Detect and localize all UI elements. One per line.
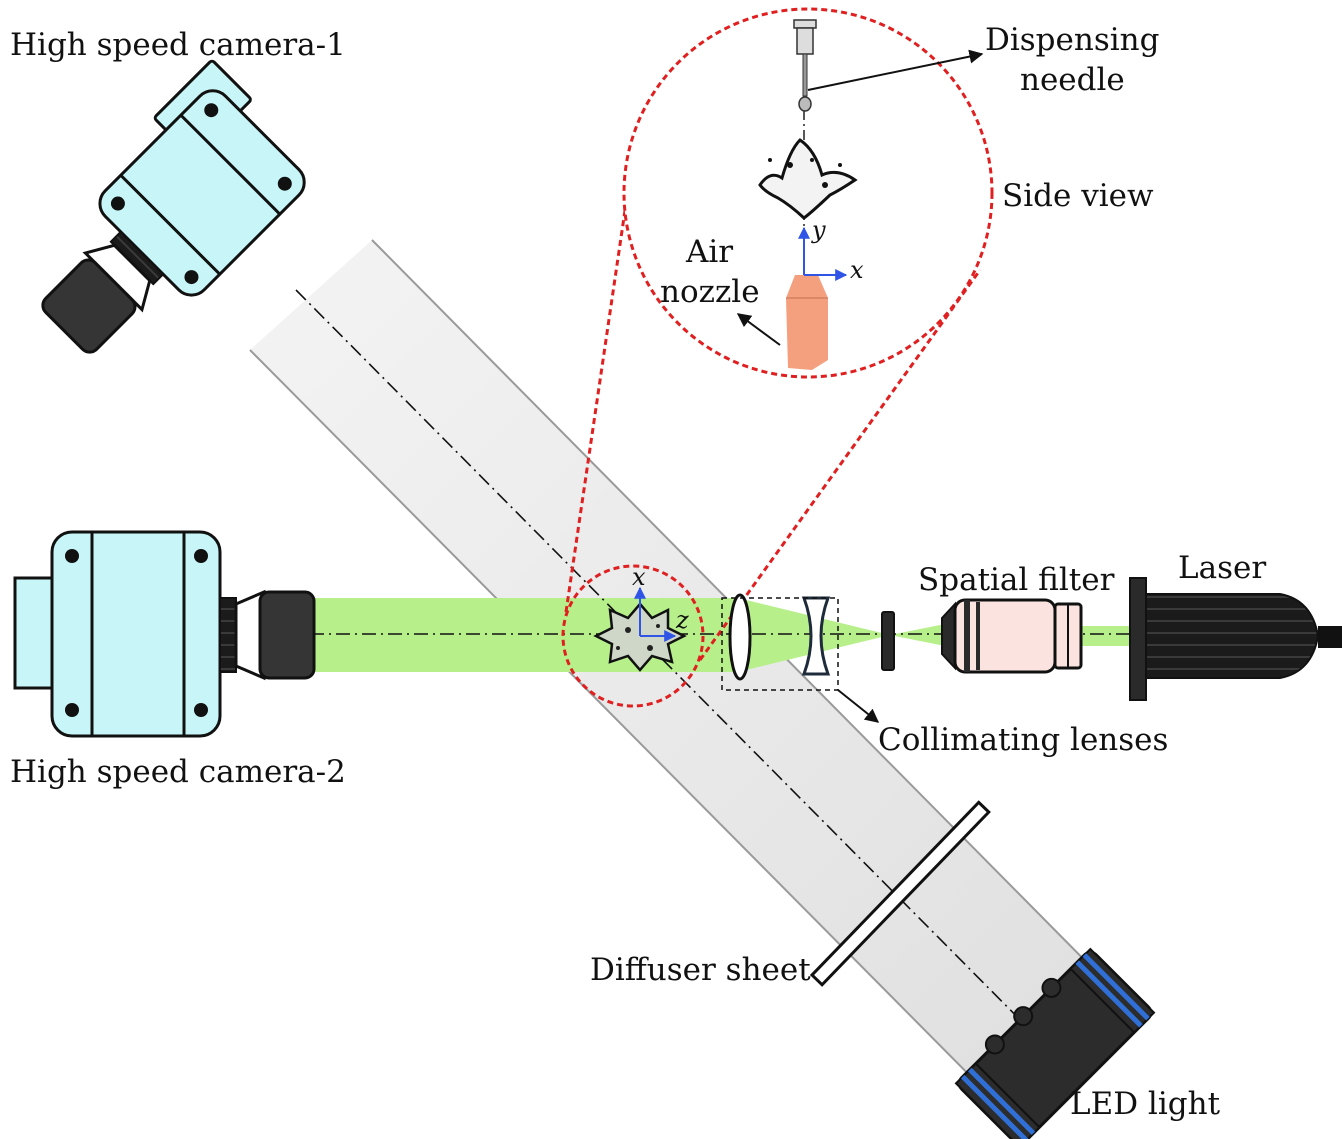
air-nozzle — [786, 275, 828, 370]
main-z-axis-label: z — [675, 606, 689, 634]
camera-2-label: High speed camera-2 — [10, 754, 346, 790]
droplet-side-view — [758, 138, 858, 220]
zoom-connector-right — [698, 269, 982, 661]
nozzle-label: nozzle — [660, 274, 760, 310]
inset-y-axis-label: y — [811, 216, 826, 244]
diffuser-sheet-label: Diffuser sheet — [590, 952, 811, 988]
laser-label: Laser — [1178, 550, 1266, 586]
spatial-filter-label: Spatial filter — [918, 562, 1115, 598]
dispensing-needle — [793, 19, 817, 112]
side-view-label: Side view — [1002, 178, 1154, 214]
pinhole-aperture — [881, 611, 895, 671]
main-x-axis-label: x — [632, 563, 646, 591]
laser-source — [1129, 577, 1342, 701]
zoom-connector-left — [564, 189, 630, 613]
inset-x-axis-label: x — [850, 256, 864, 284]
beam-edge — [249, 349, 1005, 1111]
camera-1-label: High speed camera-1 — [10, 27, 346, 63]
needle-pointer-arrow — [807, 49, 984, 91]
high-speed-camera-2 — [13, 530, 316, 738]
collimating-lens-convex — [728, 593, 752, 681]
optical-axis-diagonal — [295, 289, 1061, 1061]
dispensing-needle-label-line1: Dispensing — [985, 22, 1159, 58]
led-light — [954, 947, 1156, 1139]
collimating-lenses-box — [721, 597, 839, 691]
zoom-source-circle — [561, 564, 705, 708]
air-label: Air — [685, 234, 733, 270]
spatial-filter — [941, 598, 1083, 674]
collimating-lenses-label: Collimating lenses — [878, 722, 1168, 758]
laser-beam-source — [1078, 626, 1136, 646]
diffuser-sheet — [809, 800, 991, 987]
dispensing-needle-label-line2: needle — [1020, 62, 1125, 98]
nozzle-pointer-arrow — [736, 313, 781, 346]
collimating-lens-concave — [801, 596, 831, 676]
laser-beam-narrow — [890, 622, 955, 648]
led-light-label: LED light — [1070, 1086, 1221, 1122]
high-speed-camera-1 — [41, 59, 306, 354]
collimating-pointer-arrow — [837, 689, 880, 723]
